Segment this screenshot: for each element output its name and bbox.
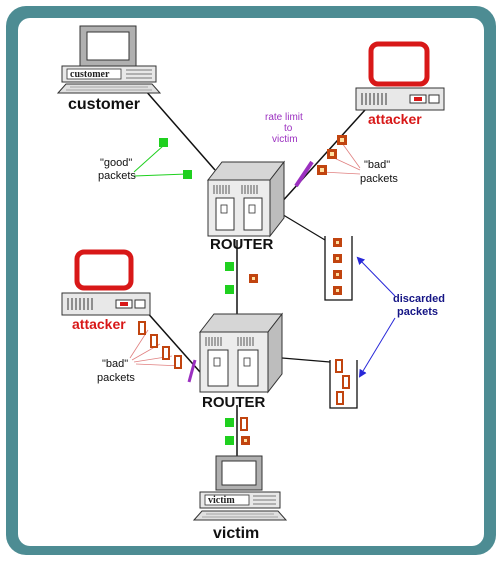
router-bottom: [200, 314, 282, 392]
bad-packets-left-line-2: packets: [97, 373, 135, 384]
discarded-packets-line-1: discarded: [393, 294, 445, 305]
bad-packet: [317, 165, 327, 175]
good-packet: [225, 436, 234, 445]
good-packet: [225, 262, 234, 271]
bad-packets-top-line-1: "bad": [364, 160, 390, 171]
bad-packet: [337, 392, 343, 404]
bad-packet: [241, 436, 250, 445]
bad-packet: [333, 238, 342, 247]
good-packet: [183, 170, 192, 179]
bad-packets-left-line-1: "bad": [102, 359, 128, 370]
router-top: [208, 162, 284, 236]
bad-packet: [333, 270, 342, 279]
bad-packet: [175, 356, 181, 368]
attacker-top-label: attacker: [368, 112, 422, 126]
victim-label: victim: [213, 526, 259, 542]
customer-label: customer: [68, 97, 140, 113]
bad-packet: [151, 335, 157, 347]
bad-packet: [241, 418, 247, 430]
good-packets-line-1: "good": [100, 158, 132, 169]
rate-limit-line-1: rate limit: [265, 113, 303, 123]
rate-limit-line-3: victim: [272, 135, 298, 145]
good-packet: [225, 285, 234, 294]
discarded-packets-line-2: packets: [397, 307, 438, 318]
bad-packet: [249, 274, 258, 283]
attacker-left-label: attacker: [72, 317, 126, 331]
bad-packet: [327, 149, 337, 159]
router-bottom-label: ROUTER: [202, 395, 265, 410]
victim-screen-label: victim: [208, 496, 235, 506]
bad-packet: [333, 286, 342, 295]
bad-packet: [163, 347, 169, 359]
router-top-label: ROUTER: [210, 237, 273, 252]
good-packet: [225, 418, 234, 427]
good-packets-line-2: packets: [98, 171, 136, 182]
bad-packets-top-line-2: packets: [360, 174, 398, 185]
bad-packet: [337, 135, 347, 145]
bad-packet: [333, 254, 342, 263]
good-packet: [159, 138, 168, 147]
customer-screen-label: customer: [70, 70, 109, 80]
bad-packet: [336, 360, 342, 372]
rate-limit-line-2: to: [284, 124, 292, 134]
bad-packet: [343, 376, 349, 388]
bad-packet: [139, 322, 145, 334]
